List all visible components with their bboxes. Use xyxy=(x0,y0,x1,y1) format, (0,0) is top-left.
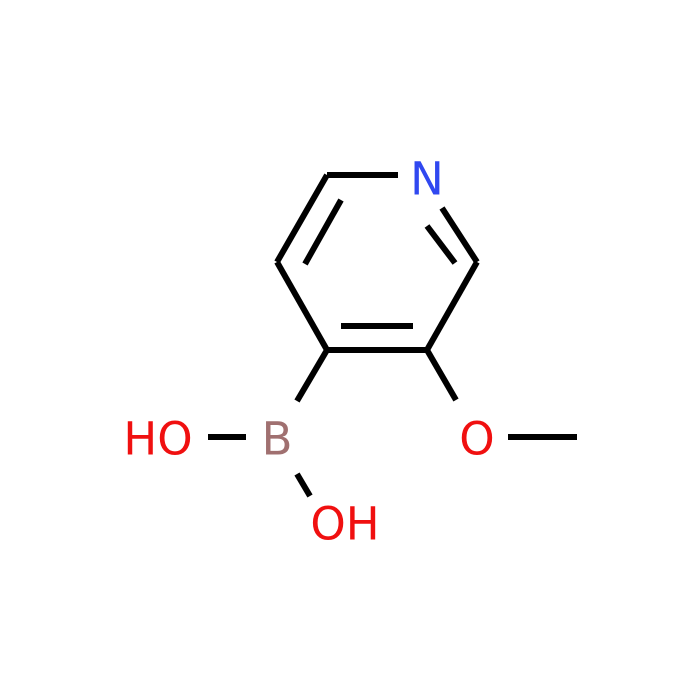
bond-n1-c6-inner xyxy=(424,224,458,265)
bond-b-oh-lower xyxy=(294,472,313,498)
bond-lines xyxy=(208,172,577,498)
atom-label-boron: B xyxy=(262,413,293,466)
bond-c4-b xyxy=(294,348,330,403)
atom-label-methoxy-oxygen: O xyxy=(459,413,494,466)
bond-c3-c2 xyxy=(274,173,330,264)
bond-c4-c3 xyxy=(274,260,330,352)
bond-n1-c6 xyxy=(439,206,480,264)
bond-c6-c5 xyxy=(424,260,480,352)
atom-label-hydroxyl-upper: HO xyxy=(123,413,192,466)
bond-c5-o xyxy=(424,348,459,402)
bond-c3-c2-inner xyxy=(302,198,344,266)
atom-label-hydroxyl-lower: OH xyxy=(310,498,379,551)
atom-labels: N B HO OH O xyxy=(123,153,494,551)
atom-label-nitrogen: N xyxy=(410,153,444,206)
